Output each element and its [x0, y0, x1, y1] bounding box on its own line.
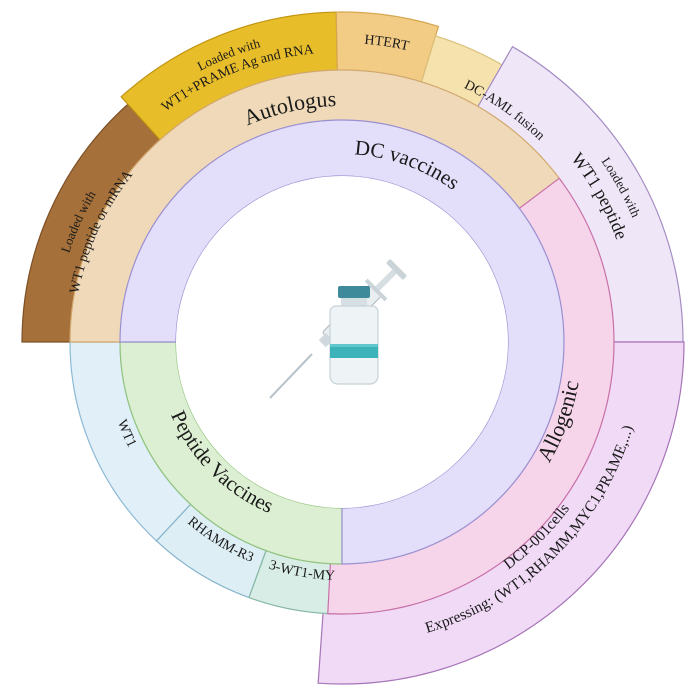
- vaccine-vial-syringe-icon: [269, 259, 407, 399]
